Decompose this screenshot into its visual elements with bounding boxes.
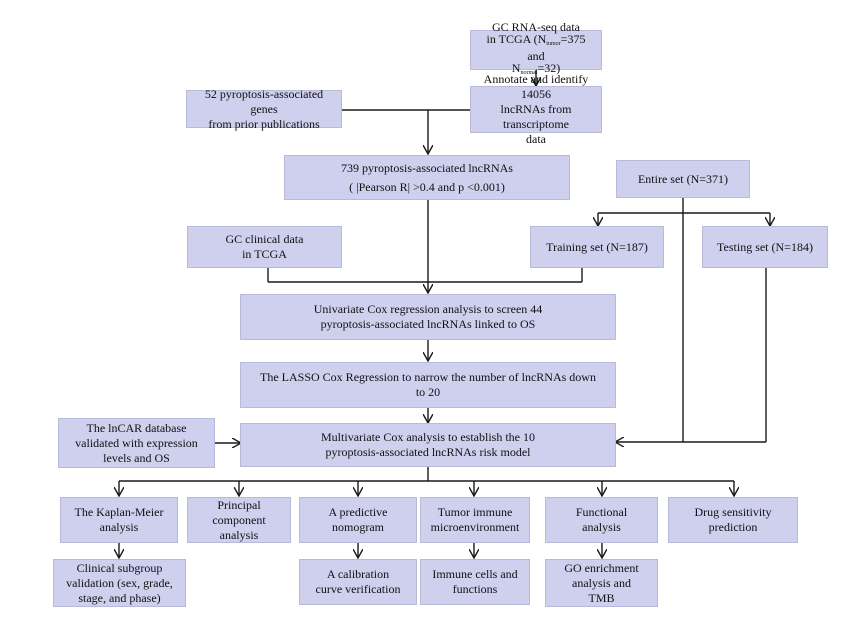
node-739-lncrnas: 739 pyroptosis-associated lncRNAs ( |Pea… bbox=[284, 155, 570, 200]
node-nomogram: A predictive nomogram bbox=[299, 497, 417, 543]
node-functional: Functional analysis bbox=[545, 497, 658, 543]
node-tumor-immune: Tumor immune microenvironment bbox=[420, 497, 530, 543]
node-immune-cells: Immune cells and functions bbox=[420, 559, 530, 605]
node-training-set: Training set (N=187) bbox=[530, 226, 664, 268]
node-lasso: The LASSO Cox Regression to narrow the n… bbox=[240, 362, 616, 408]
rnaseq-line2: in TCGA (Ntumor=375 and bbox=[486, 32, 586, 63]
node-go-enrichment: GO enrichment analysis and TMB bbox=[545, 559, 658, 607]
node-clinical: GC clinical data in TCGA bbox=[187, 226, 342, 268]
node-kaplan-meier: The Kaplan-Meier analysis bbox=[60, 497, 178, 543]
node-rnaseq: GC RNA-seq data in TCGA (Ntumor=375 and … bbox=[470, 21, 602, 76]
node-clinical-subgroup: Clinical subgroup validation (sex, grade… bbox=[53, 559, 186, 607]
node-entire-set: Entire set (N=371) bbox=[616, 160, 750, 198]
node-lncar: The lnCAR database validated with expres… bbox=[58, 418, 215, 468]
rnaseq-line3: Nnormal=32) bbox=[511, 61, 561, 76]
node-pca: Principal component analysis bbox=[187, 497, 291, 543]
rnaseq-line1: GC RNA-seq data bbox=[492, 20, 580, 34]
node-calibration: A calibration curve verification bbox=[299, 559, 417, 605]
node-testing-set: Testing set (N=184) bbox=[702, 226, 828, 268]
node-drug-sensitivity: Drug sensitivity prediction bbox=[668, 497, 798, 543]
node-genes: 52 pyroptosis-associated genes from prio… bbox=[186, 87, 342, 131]
node-univariate: Univariate Cox regression analysis to sc… bbox=[240, 294, 616, 340]
node-annotate: Annotate and identify 14056 lncRNAs from… bbox=[470, 72, 602, 146]
node-multivariate: Multivariate Cox analysis to establish t… bbox=[240, 423, 616, 467]
